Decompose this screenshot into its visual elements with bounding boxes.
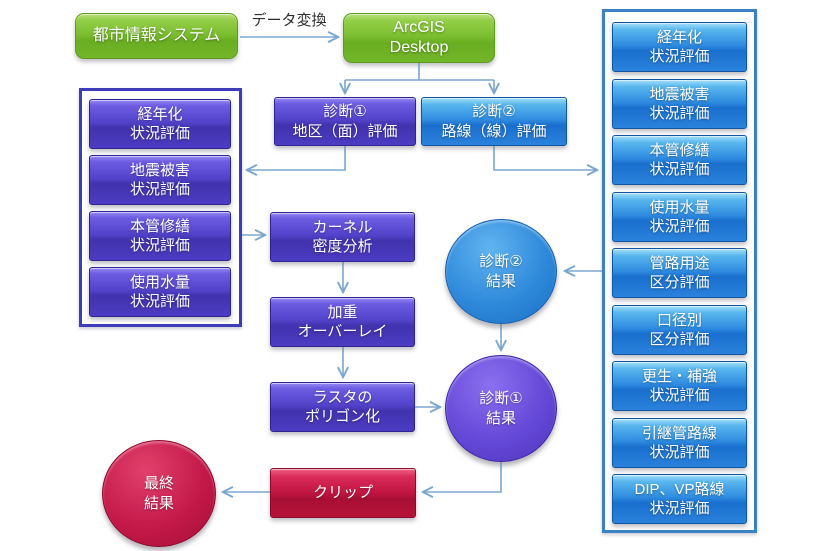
node-label: 状況評価 xyxy=(649,444,710,461)
node-label: 結果 xyxy=(485,272,516,290)
node-label: 引継管路線 xyxy=(641,424,717,442)
node-label: 使用水量 xyxy=(649,198,710,216)
node-label: 診断① xyxy=(479,390,523,408)
node-label: 区分評価 xyxy=(649,331,710,348)
node-label: 本管修繕 xyxy=(649,141,710,159)
node-label: 状況評価 xyxy=(129,293,190,310)
node-right-earthquake: 地震被害 状況評価 xyxy=(612,79,747,129)
node-diagnosis2-route: 診断② 路線（線）評価 xyxy=(421,97,567,146)
node-clip: クリップ xyxy=(270,468,416,518)
node-label: ポリゴン化 xyxy=(304,408,380,425)
node-label: ラスタの xyxy=(312,388,373,406)
node-kernel-density: カーネル 密度分析 xyxy=(270,212,415,262)
node-label: 診断② xyxy=(472,103,516,121)
node-right-main-repair: 本管修繕 状況評価 xyxy=(612,135,747,185)
node-left-main-repair: 本管修繕 状況評価 xyxy=(89,211,231,261)
node-arcgis-desktop: ArcGIS Desktop xyxy=(343,13,495,63)
node-label: Desktop xyxy=(389,39,449,56)
node-label: 口径別 xyxy=(656,311,702,329)
node-label: 状況評価 xyxy=(649,218,710,235)
node-right-water-usage: 使用水量 状況評価 xyxy=(612,192,747,242)
node-city-info-system: 都市情報システム xyxy=(75,13,238,59)
node-label: 最終 xyxy=(143,475,174,493)
node-right-rehabilitation: 更生・補強 状況評価 xyxy=(612,361,747,411)
arrow-diagnosis2-to-right-panel xyxy=(493,146,596,170)
node-label: 地震被害 xyxy=(129,161,190,179)
node-label: 診断① xyxy=(323,103,367,121)
node-label: 都市情報システム xyxy=(92,26,221,44)
node-raster-to-polygon: ラスタの ポリゴン化 xyxy=(270,382,415,432)
arrow-diagnosis1-to-left-panel xyxy=(248,146,346,170)
node-label: 状況評価 xyxy=(129,125,190,142)
node-label: 路線（線）評価 xyxy=(441,122,547,140)
node-label: 加重 xyxy=(327,303,358,321)
node-final-result: 最終 結果 xyxy=(102,440,216,547)
node-diagnosis1-district: 診断① 地区（面）評価 xyxy=(274,97,416,146)
left-evaluation-panel: 経年化 状況評価 地震被害 状況評価 本管修繕 状況評価 使用水量 状況評価 xyxy=(79,88,242,327)
node-right-transferred-route: 引継管路線 状況評価 xyxy=(612,418,747,468)
node-label: 地区（面）評価 xyxy=(292,122,398,140)
node-left-earthquake: 地震被害 状況評価 xyxy=(89,155,231,205)
node-label: カーネル xyxy=(312,218,373,236)
node-label: 状況評価 xyxy=(649,161,710,178)
node-label: 診断② xyxy=(479,253,523,271)
node-right-diameter: 口径別 区分評価 xyxy=(612,305,747,355)
label-data-conversion: データ変換 xyxy=(251,12,327,29)
line-arcgis-split xyxy=(345,63,494,81)
node-label: 結果 xyxy=(485,409,516,427)
node-label: 更生・補強 xyxy=(641,367,717,385)
node-left-aging: 経年化 状況評価 xyxy=(89,99,231,149)
node-label: 地震被害 xyxy=(649,85,710,103)
node-label: 状況評価 xyxy=(129,181,190,198)
node-label: 状況評価 xyxy=(649,500,710,517)
node-label: 使用水量 xyxy=(129,273,190,291)
node-right-pipe-use: 管路用途 区分評価 xyxy=(612,248,747,298)
arrow-result1-to-clip xyxy=(424,462,502,492)
node-label: 密度分析 xyxy=(312,238,373,255)
node-label: オーバーレイ xyxy=(297,323,388,340)
node-label: 経年化 xyxy=(137,105,183,123)
node-label: 区分評価 xyxy=(649,274,710,291)
node-label: 状況評価 xyxy=(649,387,710,404)
node-result-diagnosis1: 診断① 結果 xyxy=(445,355,557,462)
node-label: 状況評価 xyxy=(129,237,190,254)
node-label: DIP、VP路線 xyxy=(634,480,725,498)
node-label: 状況評価 xyxy=(649,105,710,122)
right-evaluation-panel: 経年化 状況評価 地震被害 状況評価 本管修繕 状況評価 使用水量 状況評価 管… xyxy=(602,9,757,533)
node-result-diagnosis2: 診断② 結果 xyxy=(445,219,557,324)
node-label: 本管修繕 xyxy=(129,217,190,235)
node-label: 管路用途 xyxy=(649,254,710,272)
node-label: 結果 xyxy=(143,494,174,512)
node-label: クリップ xyxy=(312,484,373,502)
node-left-water-usage: 使用水量 状況評価 xyxy=(89,267,231,317)
node-right-dip-vp-route: DIP、VP路線 状況評価 xyxy=(612,474,747,524)
node-label: ArcGIS xyxy=(393,18,445,36)
node-label: 経年化 xyxy=(656,28,702,46)
node-weighted-overlay: 加重 オーバーレイ xyxy=(270,297,415,347)
node-right-aging: 経年化 状況評価 xyxy=(612,22,747,72)
node-label: 状況評価 xyxy=(649,48,710,65)
